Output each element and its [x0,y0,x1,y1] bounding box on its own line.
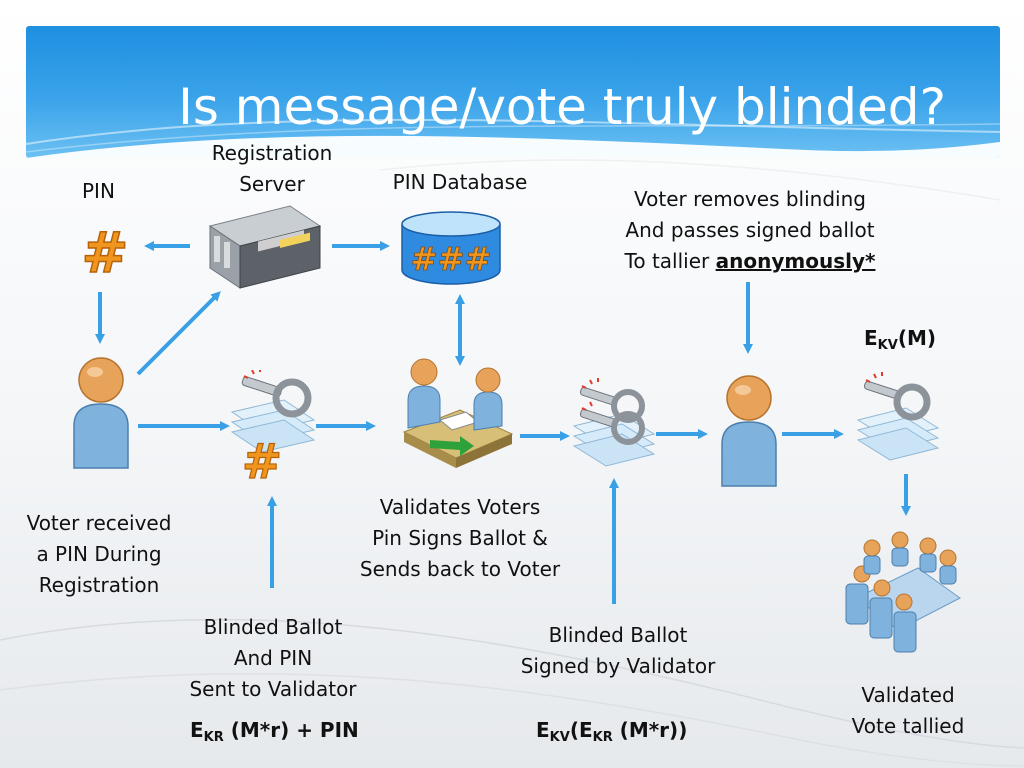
signed-key-document-icon [570,376,658,472]
svg-text:#: # [242,434,282,482]
anonymously-emphasis: anonymously* [715,249,876,273]
validated-vote-label: Validated Vote tallied [851,683,965,738]
database-icon: # # # [398,210,504,286]
voter-person-icon [68,348,134,472]
arrow-voter-to-server [136,291,221,376]
registration-server-label: Registration Server [211,141,333,196]
title-wave-decoration [26,118,1000,158]
validator-meeting-icon [400,350,516,476]
slide-title: Is message/vote truly blinded? [178,78,946,136]
pin-label: PIN [82,179,115,203]
blinded-ballot-signed-label: Blinded Ballot Signed by Validator [520,623,716,678]
hash-icon: # [78,220,132,287]
tally-meeting-icon [842,528,966,658]
svg-text:#: # [411,240,438,278]
voter-received-label: Voter received a PIN During Registration [26,511,172,597]
svg-text:#: # [465,240,492,278]
svg-text:#: # [438,240,465,278]
ekv-key-document-icon [854,370,942,468]
voter-person-right-icon [716,366,782,490]
blinded-ballot-pin-label: Blinded Ballot And PIN Sent to Validator [189,615,357,701]
formula-ekv-ekr: EKV(EKR (M*r)) [536,718,688,745]
voter-removes-blinding-label: Voter removes blinding And passes signed… [624,187,876,273]
title-band: Is message/vote truly blinded? [26,26,1000,158]
validates-voters-label: Validates Voters Pin Signs Ballot & Send… [359,495,561,581]
key-document-pin-icon: # [228,368,318,491]
pin-database-label: PIN Database [392,170,528,194]
svg-text:#: # [82,222,129,280]
formula-ekv-m: EKV(M) [864,326,936,353]
server-icon [200,196,326,296]
formula-ekr-pin: EKR (M*r) + PIN [190,718,359,745]
